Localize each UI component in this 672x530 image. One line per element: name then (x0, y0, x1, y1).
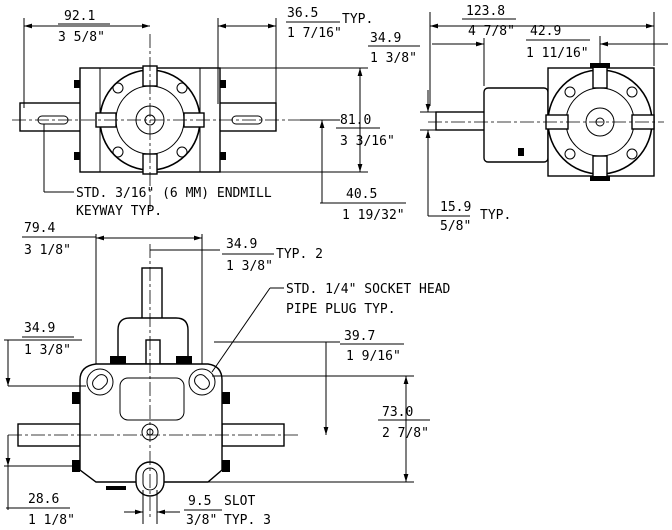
dim-top-3-5-8: 3 5/8" (58, 30, 105, 45)
dim-top-typ: TYP. (342, 12, 373, 27)
dim-front-79-4: 79.4 (24, 221, 55, 236)
dim-front-1-1-8: 1 1/8" (28, 513, 75, 528)
dim-side-4-7-8: 4 7/8" (468, 24, 515, 39)
dim-side-5-8: 5/8" (440, 219, 471, 234)
dim-side-1-3-8: 1 3/8" (370, 51, 417, 66)
front-view-dimensions: 79.4 3 1/8" 34.9 TYP. 2 1 3/8" STD. 1/4"… (4, 221, 451, 528)
dim-top-1-19-32: 1 19/32" (342, 208, 405, 223)
front-view (8, 244, 300, 520)
top-view-dimensions: 92.1 3 5/8" 36.5 TYP. 1 7/16" 81.0 3 3/1… (23, 6, 406, 223)
dim-front-slot: SLOT (224, 494, 255, 509)
dim-front-typ-2: TYP. 2 (276, 247, 323, 262)
dim-front-9-5: 9.5 (188, 494, 211, 509)
dim-top-40-5: 40.5 (346, 187, 377, 202)
right-shaft (217, 102, 277, 132)
side-view (428, 63, 664, 181)
dim-side-42-9: 42.9 (530, 24, 561, 39)
dim-front-1-3-8-b: 1 3/8" (24, 343, 71, 358)
dim-side-typ: TYP. (480, 208, 511, 223)
top-view (12, 34, 300, 210)
dim-top-1-7-16: 1 7/16" (287, 26, 342, 41)
note-plug-1: STD. 1/4" SOCKET HEAD (286, 282, 451, 297)
dim-top-36-5: 36.5 (287, 6, 318, 21)
left-shaft (19, 102, 83, 132)
dim-front-73-0: 73.0 (382, 405, 413, 420)
dim-top-81-0: 81.0 (340, 113, 371, 128)
dim-front-typ-3: TYP. 3 (224, 513, 271, 528)
dim-front-1-9-16: 1 9/16" (346, 349, 401, 364)
dim-side-123-8: 123.8 (466, 4, 505, 19)
dim-front-34-9-b: 34.9 (24, 321, 55, 336)
dim-side-34-9: 34.9 (370, 31, 401, 46)
note-keyway-2: KEYWAY TYP. (76, 204, 162, 219)
note-plug-2: PIPE PLUG TYP. (286, 302, 396, 317)
dim-front-34-9: 34.9 (226, 237, 257, 252)
dim-front-3-8: 3/8" (186, 513, 217, 528)
note-keyway-1: STD. 3/16" (6 MM) ENDMILL (76, 186, 272, 201)
dim-top-92-1: 92.1 (64, 9, 95, 24)
dim-front-3-1-8: 3 1/8" (24, 243, 71, 258)
dim-top-3-3-16: 3 3/16" (340, 134, 395, 149)
side-view-dimensions: 123.8 4 7/8" 34.9 1 3/8" 42.9 1 11/16" 1… (368, 4, 668, 234)
dim-side-15-9: 15.9 (440, 200, 471, 215)
dim-side-1-11-16: 1 11/16" (526, 46, 589, 61)
dim-front-39-7: 39.7 (344, 329, 375, 344)
dim-front-1-3-8-a: 1 3/8" (226, 259, 273, 274)
dim-front-28-6: 28.6 (28, 492, 59, 507)
dim-front-2-7-8: 2 7/8" (382, 426, 429, 441)
